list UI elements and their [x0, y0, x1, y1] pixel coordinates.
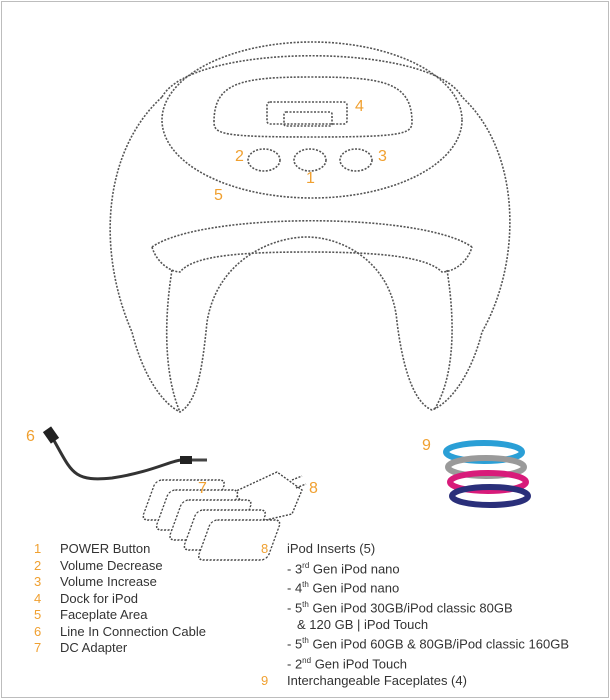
legend-item: 8 iPod Inserts (5): [261, 541, 569, 558]
legend-label: DC Adapter: [60, 640, 128, 655]
callout-8: 8: [309, 480, 318, 497]
legend-item: 3 Volume Increase: [34, 574, 206, 591]
legend-item: 6 Line In Connection Cable: [34, 624, 206, 641]
top-rim: [161, 41, 463, 199]
line-in-cable: [50, 436, 183, 481]
callout-7: 7: [198, 480, 207, 497]
legend-num: 8: [261, 541, 269, 556]
legend-label: Dock for iPod: [60, 590, 139, 606]
legend-item: 5 Faceplate Area: [34, 607, 206, 624]
button-volume-down-shape: [247, 148, 281, 172]
faceplate-rings: [443, 440, 531, 508]
callout-5: 5: [214, 187, 223, 204]
legend-item: 7 DC Adapter: [34, 640, 206, 657]
insert-item: - 2nd Gen iPod Touch: [287, 656, 407, 672]
legend-label: Volume Decrease: [60, 557, 163, 573]
legend-num: 1: [34, 541, 42, 556]
legend-label: iPod Inserts (5): [287, 541, 376, 556]
legend-item: 4 Dock for iPod: [34, 591, 206, 608]
speaker-body: [109, 54, 511, 413]
insert-item: - 4th Gen iPod nano: [287, 580, 400, 596]
legend-num: 7: [34, 640, 42, 655]
ipod-inserts-shape: [142, 479, 281, 561]
legend-num: 2: [34, 557, 42, 573]
legend-label: Faceplate Area: [60, 607, 148, 622]
button-volume-up-shape: [339, 148, 373, 172]
callout-1: 1: [306, 170, 315, 187]
insert-item-continued: & 120 GB | iPod Touch: [297, 616, 429, 632]
legend-num: 4: [34, 590, 42, 606]
insert-item: - 5th Gen iPod 30GB/iPod classic 80GB: [287, 600, 513, 616]
button-power-shape: [293, 148, 327, 172]
callout-3: 3: [378, 148, 387, 165]
dock-window: [213, 76, 413, 138]
legend-num: 3: [34, 574, 42, 589]
legend-label: Volume Increase: [60, 574, 157, 589]
legend-item: 2 Volume Decrease: [34, 558, 206, 575]
legend-item: 9 Interchangeable Faceplates (4): [261, 673, 569, 690]
legend-label: Line In Connection Cable: [60, 623, 206, 639]
legend-left: 1 POWER Button 2 Volume Decrease 3 Volume I…: [34, 541, 206, 657]
callout-9: 9: [422, 437, 431, 454]
legend-item: 1 POWER Button: [34, 541, 206, 558]
legend-num: 9: [261, 673, 269, 689]
legend-label: Interchangeable Faceplates (4): [287, 673, 467, 689]
legend-label: POWER Button: [60, 541, 151, 556]
legend-num: 5: [34, 607, 42, 622]
legend-right: 8 iPod Inserts (5) - 3rd Gen iPod nano - …: [261, 541, 569, 690]
callout-4: 4: [355, 98, 364, 115]
callout-2: 2: [235, 148, 244, 165]
insert-item: - 5th Gen iPod 60GB & 80GB/iPod classic …: [287, 636, 569, 652]
legend-num: 6: [34, 623, 42, 639]
insert-item: - 3rd Gen iPod nano: [287, 560, 400, 576]
dock-slot: [266, 101, 348, 125]
callout-6: 6: [26, 428, 35, 445]
